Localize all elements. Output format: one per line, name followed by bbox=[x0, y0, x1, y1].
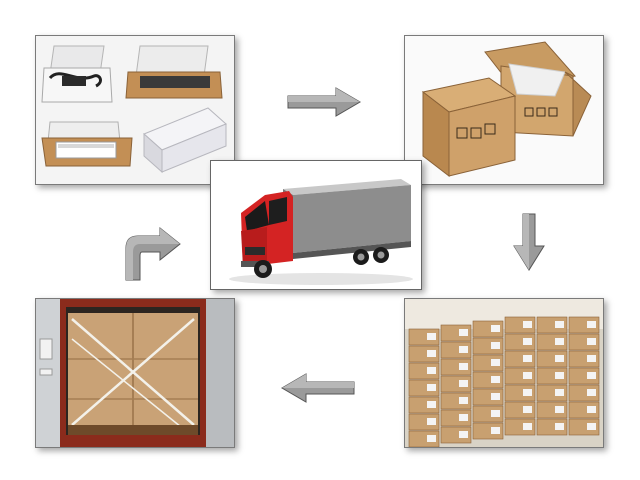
carton-box bbox=[568, 401, 600, 419]
packaged-products-panel bbox=[35, 35, 235, 185]
carton-box bbox=[408, 362, 440, 380]
carton-box bbox=[536, 384, 568, 402]
carton-box bbox=[568, 384, 600, 402]
carton-box bbox=[408, 396, 440, 414]
carton-box bbox=[536, 367, 568, 385]
carton-box bbox=[536, 333, 568, 351]
open-box-driver bbox=[125, 45, 223, 99]
carton-box bbox=[440, 409, 472, 427]
carton-box bbox=[440, 375, 472, 393]
carton-box bbox=[504, 333, 536, 351]
carton-box bbox=[536, 350, 568, 368]
carton-box bbox=[472, 422, 504, 440]
container-loading-panel bbox=[35, 298, 235, 448]
carton-box bbox=[472, 337, 504, 355]
carton-box bbox=[472, 320, 504, 338]
stacked-cartons-icon bbox=[405, 299, 603, 447]
carton-box bbox=[408, 430, 440, 447]
carton-box-icon bbox=[405, 36, 603, 184]
carton-box bbox=[504, 350, 536, 368]
carton-box bbox=[408, 328, 440, 346]
carton-box bbox=[568, 350, 600, 368]
carton-box bbox=[504, 367, 536, 385]
shipping-container-icon bbox=[36, 299, 234, 447]
carton-box bbox=[408, 413, 440, 431]
carton-box bbox=[408, 379, 440, 397]
carton-box bbox=[568, 333, 600, 351]
carton-box bbox=[440, 358, 472, 376]
carton-box bbox=[472, 388, 504, 406]
warehouse-stock-panel bbox=[404, 298, 604, 448]
carton-box bbox=[504, 384, 536, 402]
carton-box bbox=[504, 401, 536, 419]
carton-box bbox=[440, 426, 472, 444]
open-box-led bbox=[41, 121, 133, 167]
carton-box bbox=[536, 418, 568, 436]
carton-box bbox=[440, 392, 472, 410]
arrow-down-icon bbox=[512, 212, 546, 272]
carton-box bbox=[568, 418, 600, 436]
arrow-up-right-icon bbox=[120, 226, 182, 282]
carton-box bbox=[504, 418, 536, 436]
arrow-right-icon bbox=[286, 86, 362, 118]
truck-icon bbox=[211, 161, 421, 289]
carton-box bbox=[440, 324, 472, 342]
truck-delivery-panel bbox=[210, 160, 422, 290]
carton-box bbox=[536, 316, 568, 334]
product-boxes-icon bbox=[36, 36, 234, 184]
carton-box bbox=[504, 316, 536, 334]
carton-packing-panel bbox=[404, 35, 604, 185]
carton-box bbox=[568, 367, 600, 385]
carton-box bbox=[472, 354, 504, 372]
carton-box bbox=[440, 341, 472, 359]
carton-box bbox=[568, 316, 600, 334]
carton-box bbox=[408, 345, 440, 363]
carton-box bbox=[536, 401, 568, 419]
open-box-cable bbox=[41, 45, 113, 103]
carton-box bbox=[472, 371, 504, 389]
closed-box bbox=[143, 107, 227, 174]
carton-box bbox=[472, 405, 504, 423]
arrow-left-icon bbox=[280, 372, 356, 404]
